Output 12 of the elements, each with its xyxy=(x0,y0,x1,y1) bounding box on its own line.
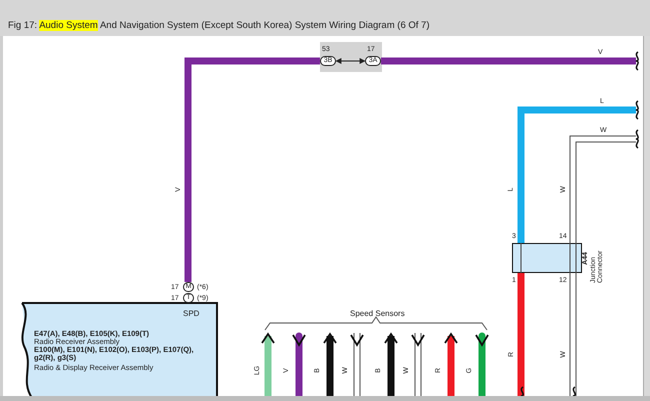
pin-label: SPD xyxy=(183,309,200,318)
wire xyxy=(570,273,576,396)
wire xyxy=(184,58,320,282)
diagram-title: Fig 17: Audio System And Navigation System (Except South Korea) System Wiring Diagram (6 Of 7) xyxy=(8,20,430,31)
group-label: Speed Sensors xyxy=(350,309,405,318)
wire xyxy=(570,136,636,243)
wire xyxy=(381,58,636,64)
junction-connector xyxy=(512,243,582,273)
wire xyxy=(518,106,636,243)
connector-link xyxy=(335,58,366,64)
component-box xyxy=(20,302,218,396)
wire xyxy=(518,273,524,396)
